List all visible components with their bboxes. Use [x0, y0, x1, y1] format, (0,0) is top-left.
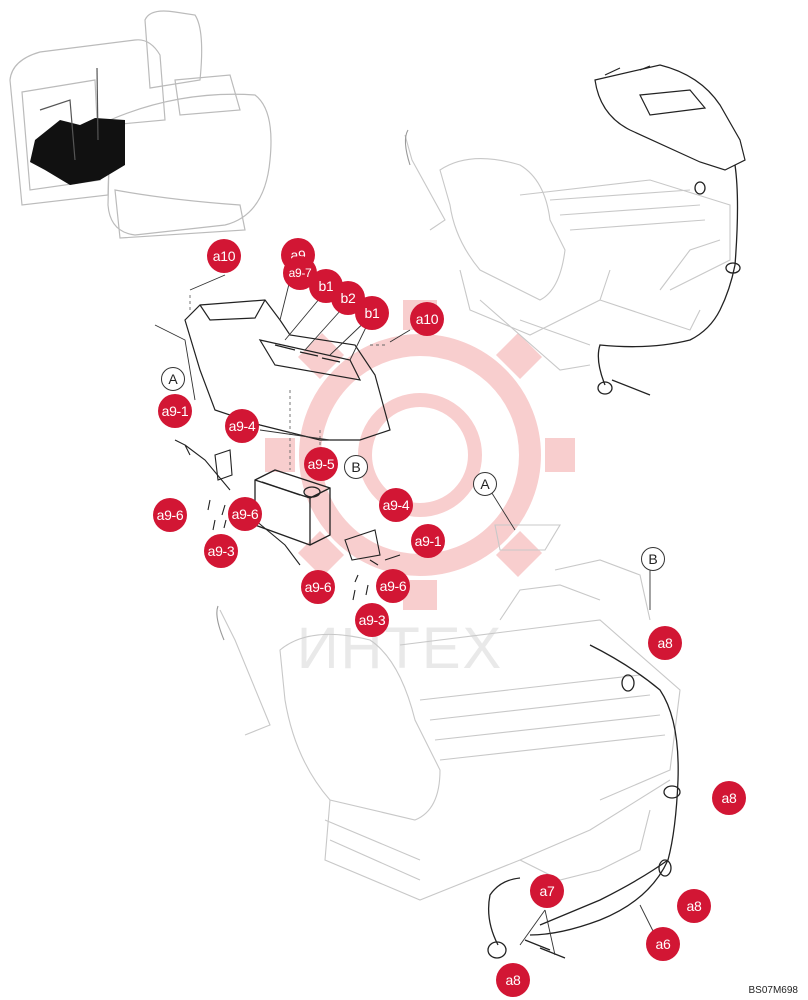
callout-a9-6-left-b[interactable]: a9-6 — [228, 497, 262, 531]
callout-a9-6-left-a[interactable]: a9-6 — [153, 498, 187, 532]
callout-b1-right[interactable]: b1 — [355, 296, 389, 330]
callout-a9-1-left[interactable]: a9-1 — [158, 394, 192, 428]
lower-seat-assembly — [216, 524, 681, 901]
watermark-text: ИНТЕХ — [297, 616, 503, 681]
upper-harness-cable — [597, 164, 741, 396]
callout-a6[interactable]: a6 — [646, 927, 680, 961]
callout-a10-right[interactable]: a10 — [410, 302, 444, 336]
callout-a8-lower[interactable]: a8 — [677, 889, 711, 923]
upper-seat-assembly — [404, 129, 731, 371]
callout-a9-5[interactable]: a9-5 — [304, 447, 338, 481]
callout-a9-1-right[interactable]: a9-1 — [411, 524, 445, 558]
callout-a9-3-left[interactable]: a9-3 — [204, 534, 238, 568]
ref-marker-a-upper: A — [161, 367, 185, 391]
lower-leader-lines — [489, 489, 656, 956]
callout-a9-6-right-b[interactable]: a9-6 — [376, 569, 410, 603]
left-bracket-parts — [174, 439, 301, 566]
callout-a9-4-right[interactable]: a9-4 — [379, 488, 413, 522]
ref-marker-b-upper: B — [344, 455, 368, 479]
callout-a9-4-left[interactable]: a9-4 — [225, 409, 259, 443]
overview-frame-lines — [39, 67, 99, 161]
overview-highlight-seat — [30, 118, 125, 185]
callout-a10-top[interactable]: a10 — [207, 239, 241, 273]
upper-console — [594, 64, 746, 171]
right-bracket-parts — [344, 529, 401, 601]
lower-harness-cable — [487, 644, 681, 959]
ref-marker-b-lower: B — [641, 547, 665, 571]
callout-a7[interactable]: a7 — [530, 874, 564, 908]
callout-a8-mid[interactable]: a8 — [712, 781, 746, 815]
callout-a8-bottom[interactable]: a8 — [496, 963, 530, 997]
console-exploded — [184, 299, 391, 441]
callout-a9-3-right[interactable]: a9-3 — [355, 603, 389, 637]
callout-a9-6-right-a[interactable]: a9-6 — [301, 570, 335, 604]
drawing-code: BS07M698 — [748, 985, 798, 996]
ref-marker-a-lower: A — [473, 472, 497, 496]
callout-a8-top[interactable]: a8 — [648, 626, 682, 660]
excavator-overview — [9, 10, 272, 239]
